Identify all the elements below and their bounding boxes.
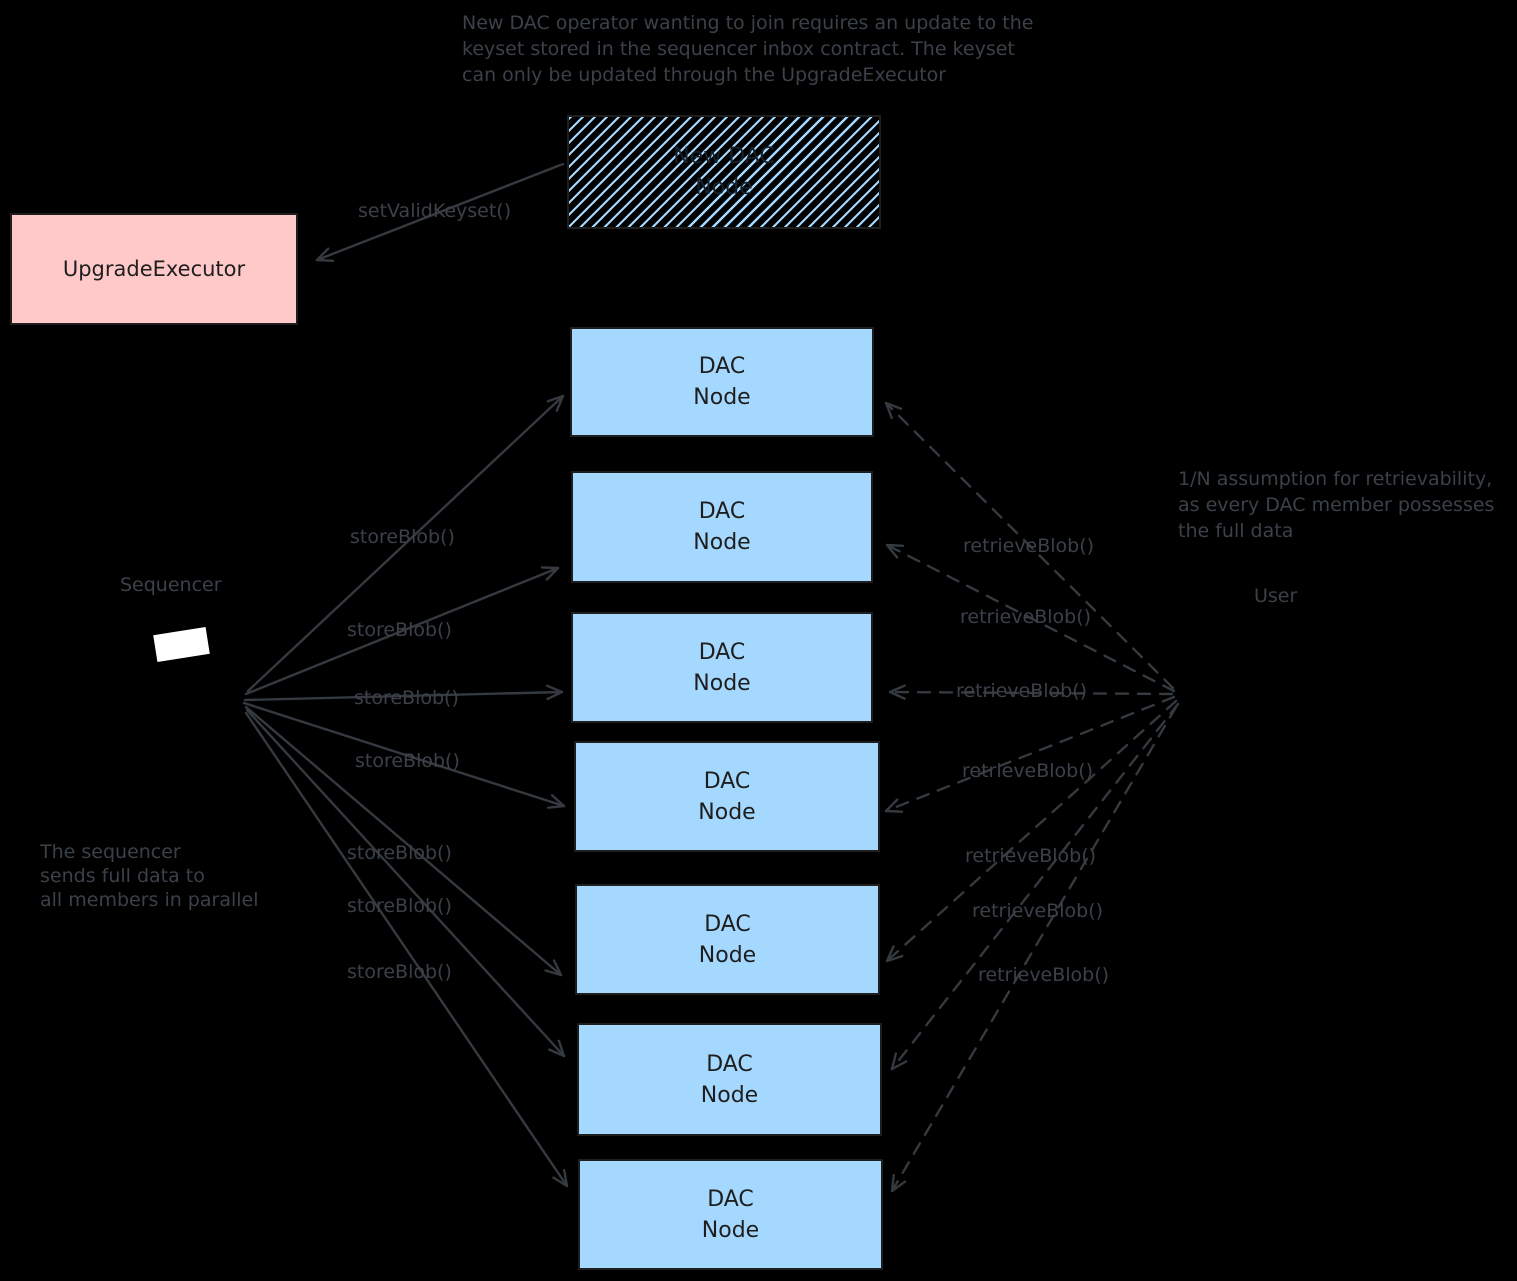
retrieve-blob-arrow-6: [890, 702, 1180, 1071]
retrieve-blob-label-4: retrieveBlob(): [962, 760, 1094, 782]
set-valid-keyset-label: setValidKeyset(): [358, 200, 512, 222]
store-blob-arrow-3-head: [546, 684, 564, 701]
store-blob-label-3: storeBlob(): [354, 687, 459, 709]
retrieve-blob-arrow-3-head: [888, 684, 906, 700]
store-blob-arrow-5-head: [544, 959, 563, 977]
retrieve-blob-arrow-3: [888, 690, 1174, 696]
user-label: User: [1254, 585, 1298, 607]
retrieve-blob-arrow-2-head: [885, 543, 905, 559]
retrieve-blob-arrow-1: [884, 401, 1175, 690]
store-blob-arrow-6: [245, 708, 566, 1058]
store-blob-arrow-5: [244, 705, 563, 977]
store-blob-arrow-2: [244, 566, 560, 696]
retrieve-blob-arrow-5-head: [885, 945, 904, 963]
retrieve-blob-arrow-7-head: [890, 1173, 907, 1193]
store-blob-label-5: storeBlob(): [347, 842, 452, 864]
store-blob-arrow-2-head: [540, 566, 560, 581]
dac-node-box-7: DAC Node: [578, 1159, 883, 1270]
store-blob-label-4: storeBlob(): [355, 750, 460, 772]
store-blob-label-1: storeBlob(): [350, 526, 455, 548]
set-valid-keyset-arrow: [315, 162, 565, 262]
retrieve-blob-label-7: retrieveBlob(): [978, 964, 1110, 986]
sequencer-label: Sequencer: [120, 574, 222, 596]
retrieve-blob-arrow-5: [885, 699, 1178, 963]
dac-node-box-2: DAC Node: [571, 471, 873, 583]
store-blob-arrow-3: [243, 690, 564, 702]
retrieve-blob-label-1: retrieveBlob(): [963, 535, 1095, 557]
store-blob-arrow-6-head: [548, 1039, 566, 1058]
store-blob-label-7: storeBlob(): [347, 961, 452, 983]
store-blob-arrow-4-head: [546, 794, 566, 809]
retrieve-blob-label-6: retrieveBlob(): [972, 900, 1104, 922]
set-valid-keyset-arrow-head: [315, 247, 335, 262]
retrieve-blob-arrow-1-head: [884, 401, 903, 420]
retrieve-blob-arrow-4: [884, 695, 1176, 813]
retrieve-blob-arrow-7: [890, 705, 1178, 1193]
retrieve-blob-arrow-4-head: [884, 798, 904, 813]
retrieve-blob-label-2: retrieveBlob(): [960, 606, 1092, 628]
dac-node-box-3: DAC Node: [571, 612, 873, 723]
store-blob-arrow-7-head: [552, 1169, 569, 1188]
retrievability-note: 1/N assumption for retrievability, as ev…: [1178, 468, 1495, 542]
store-blob-arrow-1-head: [546, 394, 565, 412]
sequencer-note: The sequencer sends full data to all mem…: [40, 841, 259, 911]
dac-node-box-4: DAC Node: [574, 741, 880, 852]
top-note: New DAC operator wanting to join require…: [462, 12, 1034, 86]
store-blob-label-2: storeBlob(): [347, 619, 452, 641]
store-blob-arrow-1: [246, 394, 565, 693]
store-blob-label-6: storeBlob(): [347, 895, 452, 917]
retrieve-blob-label-3: retrieveBlob(): [956, 680, 1088, 702]
retrieve-blob-arrow-6-head: [890, 1052, 908, 1071]
upgrade-executor-box: UpgradeExecutor: [10, 213, 298, 325]
dac-node-box-6: DAC Node: [577, 1023, 882, 1136]
dac-node-box-1: DAC Node: [570, 327, 874, 437]
new-dac-node-box: New DAC Node: [567, 115, 881, 229]
store-blob-arrow-4: [242, 701, 566, 808]
retrieve-blob-arrow-2: [885, 543, 1176, 693]
store-blob-arrow-7: [244, 711, 569, 1188]
retrieve-blob-label-5: retrieveBlob(): [965, 845, 1097, 867]
dac-node-box-5: DAC Node: [575, 884, 880, 995]
